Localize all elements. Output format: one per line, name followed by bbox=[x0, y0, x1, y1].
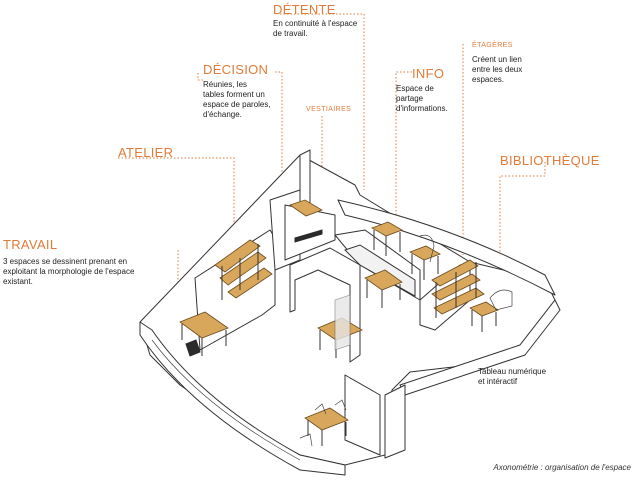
detente-table-2-legs bbox=[411, 254, 439, 280]
curved-wall-inner bbox=[151, 339, 301, 461]
label-atelier-title: ATELIER bbox=[118, 145, 174, 160]
leader-atelier bbox=[118, 157, 235, 230]
curved-wall bbox=[139, 321, 346, 476]
furniture bbox=[179, 199, 513, 447]
detente-table-1 bbox=[371, 221, 403, 237]
leader-detente bbox=[280, 13, 365, 190]
bib-armchair bbox=[489, 289, 513, 311]
detente-chair bbox=[419, 234, 435, 263]
label-travail-text: 3 espaces se dessinent prenant en exploi… bbox=[3, 257, 135, 286]
figure-caption: Axonométrie : organisation de l'espace bbox=[493, 463, 631, 472]
bib-table bbox=[469, 301, 499, 317]
label-detente-title: DÉTENTE bbox=[273, 2, 336, 17]
label-vestiaires-title: VESTIAIRES bbox=[306, 106, 352, 113]
leader-decision bbox=[197, 71, 283, 205]
label-detente-text: En continuité à l'espace de travail. bbox=[273, 19, 358, 38]
label-tableau-text: Tableau numérique et intéractif bbox=[478, 367, 547, 386]
info-table bbox=[364, 269, 403, 291]
travail-table-1-legs bbox=[181, 324, 227, 356]
travail-table-2 bbox=[304, 407, 349, 431]
detente-table-1-legs bbox=[373, 230, 401, 256]
decision-table bbox=[289, 199, 323, 217]
label-decision-title: DÉCISION bbox=[203, 62, 269, 77]
label-decision-text: Réunies, les tables forment un espace de… bbox=[203, 80, 271, 119]
info-table-legs bbox=[366, 280, 401, 308]
glass-screen bbox=[334, 294, 351, 351]
front-pillar bbox=[384, 384, 406, 459]
atelier-shelf-3 bbox=[227, 267, 273, 299]
travail-table-2-legs bbox=[307, 420, 347, 446]
label-bibliotheque-title: BIBLIOTHÈQUE bbox=[500, 153, 600, 168]
bib-shelf-3 bbox=[433, 287, 485, 315]
atelier-shelf-2 bbox=[219, 251, 267, 286]
vestiaires-hooks bbox=[294, 229, 323, 243]
travail-chair-1 bbox=[185, 339, 201, 357]
label-etageres-title: ÉTAGÈRES bbox=[472, 42, 513, 49]
label-etageres-text: Créent un lien entre les deux espaces. bbox=[472, 55, 523, 84]
label-travail-title: TRAVAIL bbox=[3, 237, 58, 252]
label-info-title: INFO bbox=[412, 66, 445, 81]
detente-table-2 bbox=[409, 245, 441, 261]
bib-table-legs bbox=[471, 310, 497, 332]
bib-shelf-1 bbox=[431, 259, 479, 287]
travail-chairs-2 bbox=[299, 399, 347, 447]
travail-table-1 bbox=[179, 311, 229, 339]
leader-bibliotheque bbox=[499, 162, 546, 260]
atelier-shelf-posts bbox=[221, 244, 259, 300]
label-info-text: Espace de partage d'informations. bbox=[396, 84, 448, 113]
bib-shelf-posts bbox=[435, 262, 477, 318]
center-partition bbox=[289, 247, 361, 363]
